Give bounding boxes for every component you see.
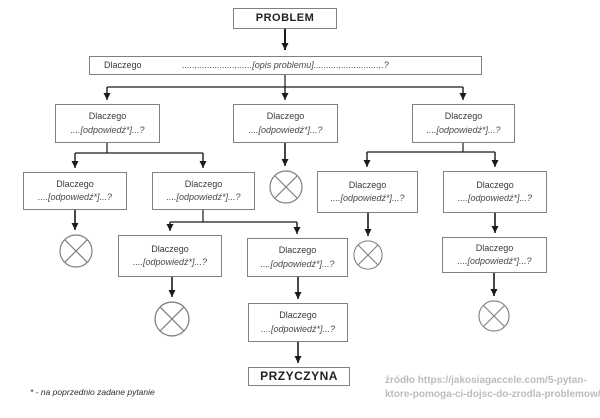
why-line2: ....[odpowiedź*]...? [426,124,501,135]
source-watermark-line1: źródło https://jakosiagaccele.com/5-pyta… [385,375,587,386]
why-box-l2-mid: Dlaczego ....[odpowiedź*]...? [233,104,338,143]
why-line2: ....[odpowiedź*]...? [260,323,336,334]
root-question-body: ............................[opis proble… [182,59,389,70]
source-watermark-line2: ktore-pomoga-ci-dojsc-do-zrodla-problemo… [385,389,600,400]
root-question-box: Dlaczego ............................[op… [89,56,482,75]
root-question-prefix: Dlaczego [104,59,142,70]
why-line1: Dlaczego [88,111,127,122]
why-box-l2-left: Dlaczego ....[odpowiedź*]...? [55,104,160,143]
cause-box: PRZYCZYNA [248,367,350,386]
problem-label: PROBLEM [255,11,315,24]
problem-box: PROBLEM [233,8,337,29]
cross-circle-glyph [269,170,303,204]
why-line2: ....[odpowiedź*]...? [70,124,145,135]
why-line1: Dlaczego [348,179,387,190]
why-line2: ....[odpowiedź*]...? [330,193,405,203]
footnote: * - na poprzednio zadane pytanie [30,387,155,397]
why-line1: Dlaczego [444,111,483,122]
why-line2: ....[odpowiedź*]...? [166,192,241,202]
dead-end-cross-icon [353,240,383,270]
dead-end-cross-icon [59,234,93,268]
dead-end-cross-icon [154,301,190,337]
why-box-l4-b: Dlaczego ....[odpowiedź*]...? [247,238,348,277]
cross-circle-glyph [154,301,190,337]
why-line1: Dlaczego [475,242,514,253]
why-line1: Dlaczego [266,111,305,122]
cross-circle-glyph [478,300,510,332]
source-watermark: źródło https://jakosiagaccele.com/5-pyta… [385,374,600,402]
why-line1: Dlaczego [184,178,223,189]
why-box-l3-2: Dlaczego ....[odpowiedź*]...? [152,172,255,210]
why-box-l3-4: Dlaczego ....[odpowiedź*]...? [443,171,547,213]
why-line2: ....[odpowiedź*]...? [457,193,533,203]
why-line1: Dlaczego [278,245,317,256]
why-line2: ....[odpowiedź*]...? [457,256,532,266]
why-line1: Dlaczego [279,310,317,321]
why-box-l5: Dlaczego ....[odpowiedź*]...? [248,303,348,342]
cross-circle-glyph [353,240,383,270]
why-line2: ....[odpowiedź*]...? [37,192,113,202]
why-box-l3-3: Dlaczego ....[odpowiedź*]...? [317,171,418,213]
cross-circle-glyph [59,234,93,268]
why-line1: Dlaczego [476,179,514,190]
why-box-l4-a: Dlaczego ....[odpowiedź*]...? [118,235,222,277]
cause-label: PRZYCZYNA [260,368,338,383]
dead-end-cross-icon [478,300,510,332]
why-box-l3-1: Dlaczego ....[odpowiedź*]...? [23,172,127,210]
why-line2: ....[odpowiedź*]...? [248,124,323,135]
why-box-l4-c: Dlaczego ....[odpowiedź*]...? [442,237,547,273]
why-line1: Dlaczego [56,178,94,189]
dead-end-cross-icon [269,170,303,204]
why-line1: Dlaczego [151,243,189,254]
why-line2: ....[odpowiedź*]...? [132,257,208,267]
why-box-l2-right: Dlaczego ....[odpowiedź*]...? [412,104,515,143]
why-line2: ....[odpowiedź*]...? [260,258,335,269]
